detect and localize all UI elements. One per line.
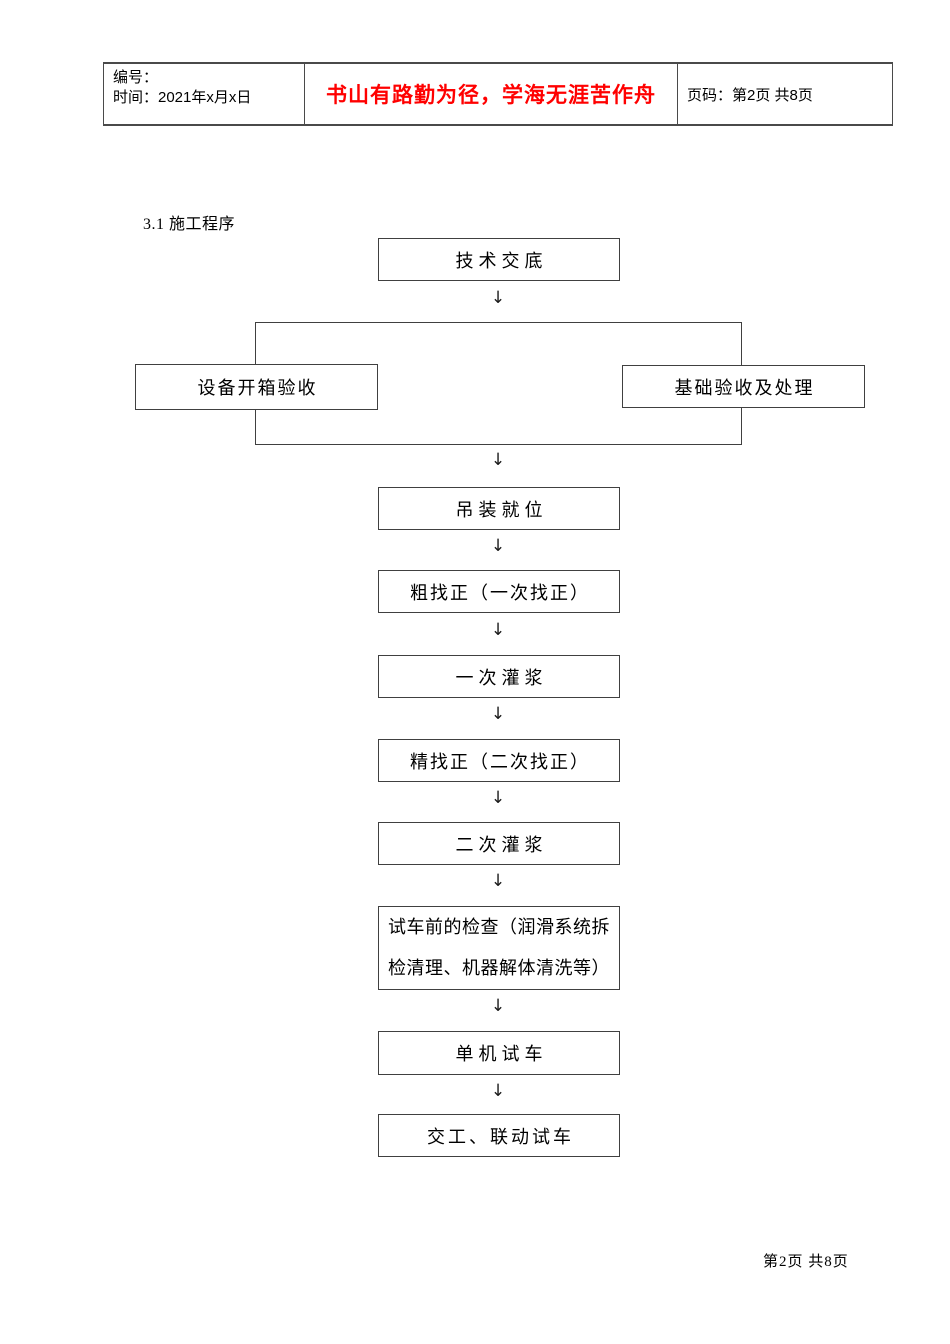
flow-arrow-3: ↓ xyxy=(490,536,506,556)
flow-box-rough-alignment: 粗找正（一次找正） xyxy=(378,570,620,613)
page-info-label: 页码：第2页 共8页 xyxy=(687,86,813,104)
flow-arrow-1: ↓ xyxy=(490,288,506,308)
header-cell-motto: 书山有路勤为径，学海无涯苦作舟 xyxy=(305,64,678,124)
header-table: 编号： 时间：2021年x月x日 书山有路勤为径，学海无涯苦作舟 页码：第2页 … xyxy=(103,62,893,126)
flow-arrow-8: ↓ xyxy=(490,996,506,1016)
flow-box-pre-test-inspection: 试车前的检查（润滑系统拆 检清理、机器解体清洗等） xyxy=(378,906,620,990)
pre-test-inspection-line2: 检清理、机器解体清洗等） xyxy=(388,958,610,978)
flow-box-foundation-acceptance-treatment: 基础验收及处理 xyxy=(622,365,865,408)
pre-test-inspection-line1: 试车前的检查（润滑系统拆 xyxy=(388,917,610,937)
header-cell-page-info: 页码：第2页 共8页 xyxy=(678,64,892,124)
flow-box-handover-linkage-test: 交工、联动试车 xyxy=(378,1114,620,1157)
doc-time-label: 时间：2021年x月x日 xyxy=(113,89,252,106)
flow-box-fine-alignment: 精找正（二次找正） xyxy=(378,739,620,782)
section-title: 3.1 施工程序 xyxy=(143,216,236,233)
flow-box-second-grouting: 二次灌浆 xyxy=(378,822,620,865)
flow-arrow-9: ↓ xyxy=(490,1081,506,1101)
doc-number-label: 编号： xyxy=(113,69,159,86)
flow-arrow-7: ↓ xyxy=(490,871,506,891)
flow-box-hoisting-in-place: 吊装就位 xyxy=(378,487,620,530)
flow-arrow-5: ↓ xyxy=(490,704,506,724)
flow-arrow-6: ↓ xyxy=(490,788,506,808)
header-motto-text: 书山有路勤为径，学海无涯苦作舟 xyxy=(326,84,656,107)
flow-box-equipment-unboxing-acceptance: 设备开箱验收 xyxy=(135,364,378,410)
header-cell-meta: 编号： 时间：2021年x月x日 xyxy=(104,64,305,124)
flow-box-technical-disclosure: 技术交底 xyxy=(378,238,620,281)
flow-arrow-2: ↓ xyxy=(490,450,506,470)
footer-page-number: 第2页 共8页 xyxy=(763,1254,849,1270)
flow-box-first-grouting: 一次灌浆 xyxy=(378,655,620,698)
flow-arrow-4: ↓ xyxy=(490,620,506,640)
flow-box-single-machine-test: 单机试车 xyxy=(378,1031,620,1075)
